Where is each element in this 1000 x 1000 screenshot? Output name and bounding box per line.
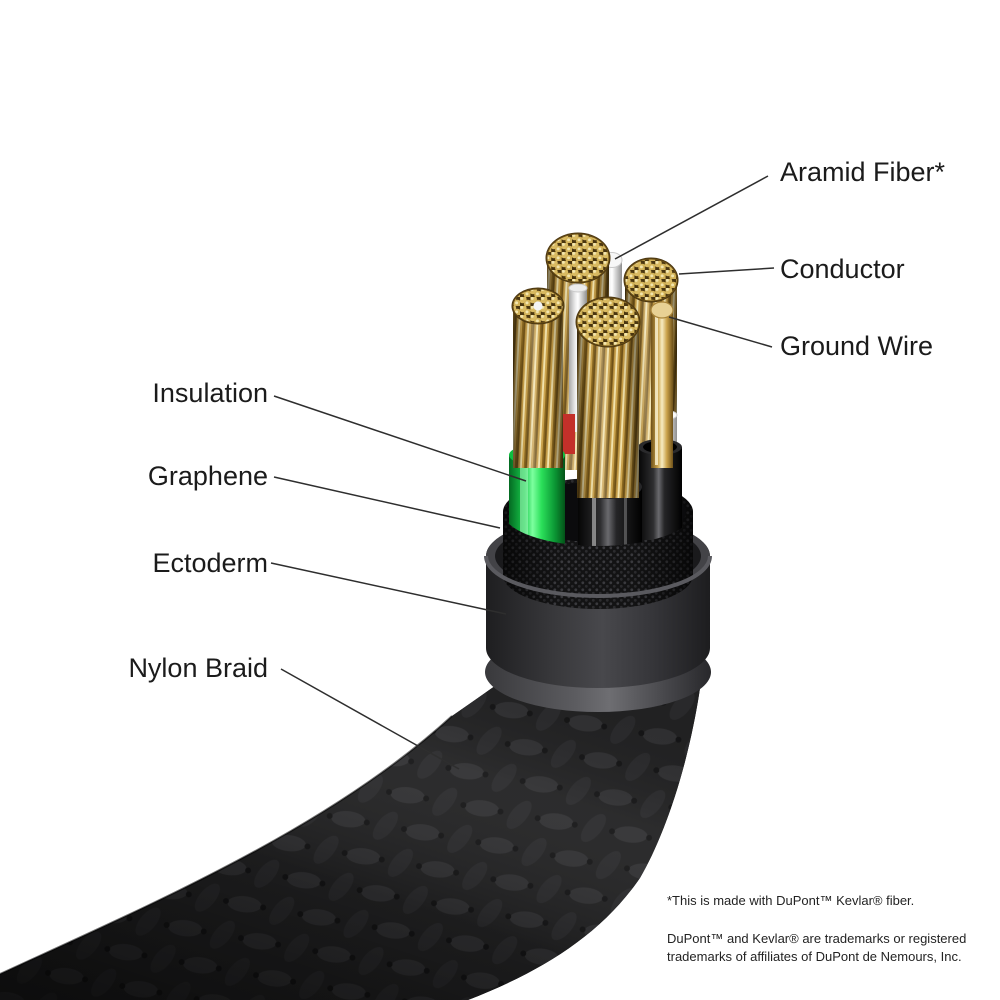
leader-conductor bbox=[678, 267, 775, 275]
footnote-trademark-line2: trademarks of affiliates of DuPont de Ne… bbox=[667, 949, 962, 964]
aramid-core-strand bbox=[533, 301, 543, 311]
jacket-front-rim bbox=[484, 555, 712, 598]
conductor-bundle-left bbox=[511, 287, 565, 468]
leader-graphene bbox=[273, 476, 501, 529]
footnote-trademark: DuPont™ and Kevlar® are trademarks or re… bbox=[667, 930, 997, 966]
label-ectoderm: Ectoderm bbox=[152, 548, 268, 578]
graphene-front-wall bbox=[503, 512, 693, 596]
footnote-kevlar: *This is made with DuPont™ Kevlar® fiber… bbox=[667, 893, 915, 908]
label-conductor: Conductor bbox=[780, 254, 905, 284]
conductor-bundle-center bbox=[575, 296, 641, 498]
leader-ground-wire bbox=[668, 316, 773, 348]
label-insulation: Insulation bbox=[152, 378, 268, 408]
leader-insulation bbox=[273, 395, 527, 482]
label-ground-wire: Ground Wire bbox=[780, 331, 934, 361]
leader-lines bbox=[270, 175, 775, 770]
leader-aramid-fiber bbox=[614, 175, 769, 260]
ground-wire-rod bbox=[650, 301, 674, 468]
leader-nylon-braid bbox=[280, 668, 460, 770]
label-aramid-fiber: Aramid Fiber* bbox=[780, 157, 946, 187]
nylon-braid-cable bbox=[0, 636, 706, 1000]
label-graphene: Graphene bbox=[147, 461, 268, 491]
leader-ectoderm bbox=[270, 562, 507, 615]
footnote-trademark-line1: DuPont™ and Kevlar® are trademarks or re… bbox=[667, 931, 967, 946]
red-wire-sliver bbox=[562, 414, 575, 454]
label-nylon-braid: Nylon Braid bbox=[128, 653, 268, 683]
